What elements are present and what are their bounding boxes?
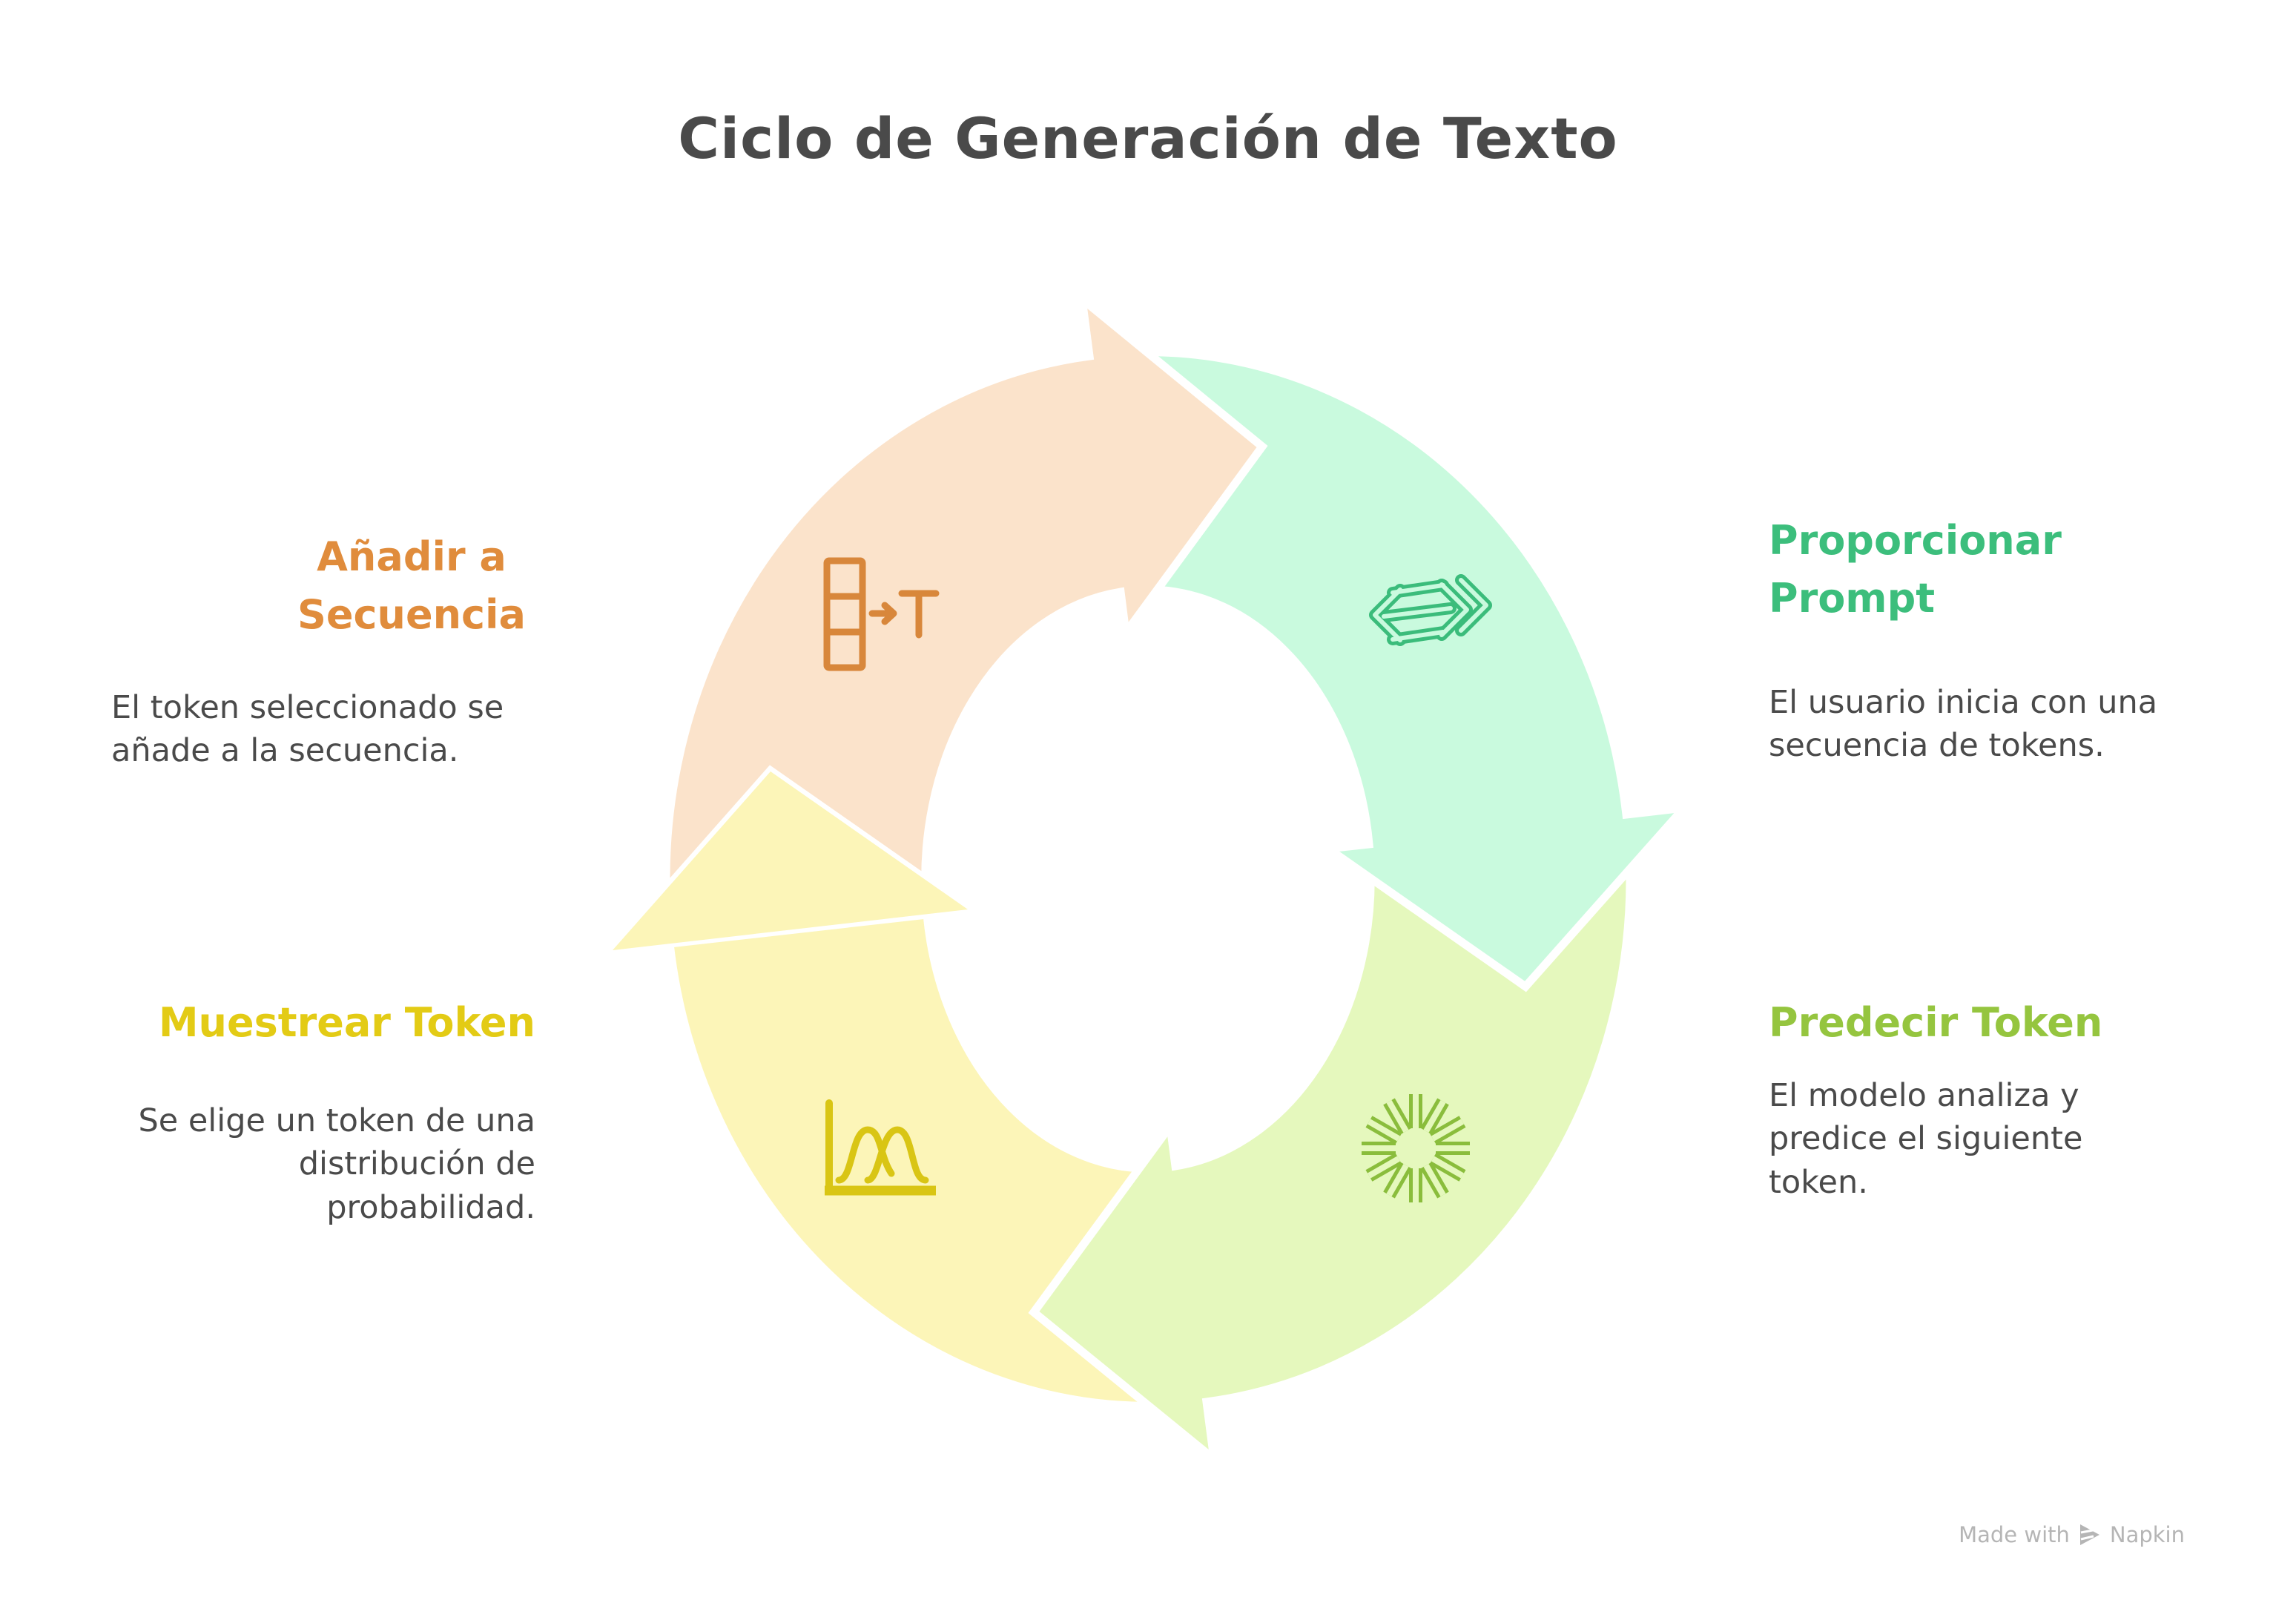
page-title: Ciclo de Generación de Texto [678,105,1618,171]
step-heading-predecir-token: Predecir Token [1769,999,2103,1046]
step-description-anadir-a-secuencia: El token seleccionado se añade a la secu… [111,689,504,770]
footer-brand-label: Napkin [2109,1522,2185,1547]
footer-credit: Made with Napkin [1959,1522,2185,1547]
prompt-tokens-icon-inner [1373,578,1488,642]
step-heading-anadir-a-secuencia: Añadir a Secuencia [297,533,526,639]
segment-proporcionar-prompt [1084,348,1695,993]
footer-made-with-label: Made with [1959,1522,2070,1547]
segment-anadir-a-secuencia [662,289,1268,949]
segment-predecir-token [1028,809,1634,1469]
probability-distribution-icon [825,1099,936,1196]
burst-icon-inner [1362,1094,1470,1202]
step-description-proporcionar-prompt: El usuario inicia con una secuencia de t… [1769,684,2158,765]
step-description-muestrear-token: Se elige un token de una distribución de… [138,1102,535,1226]
token-sequence-icon [823,557,940,671]
step-description-predecir-token: El modelo analiza y predice el siguiente… [1769,1077,2083,1201]
arrowhead-muestrear-token [613,771,968,950]
step-heading-proporcionar-prompt: Proporcionar Prompt [1769,517,2062,622]
napkin-logo-icon [2079,1524,2099,1545]
step-heading-muestrear-token: Muestrear Token [158,999,535,1046]
